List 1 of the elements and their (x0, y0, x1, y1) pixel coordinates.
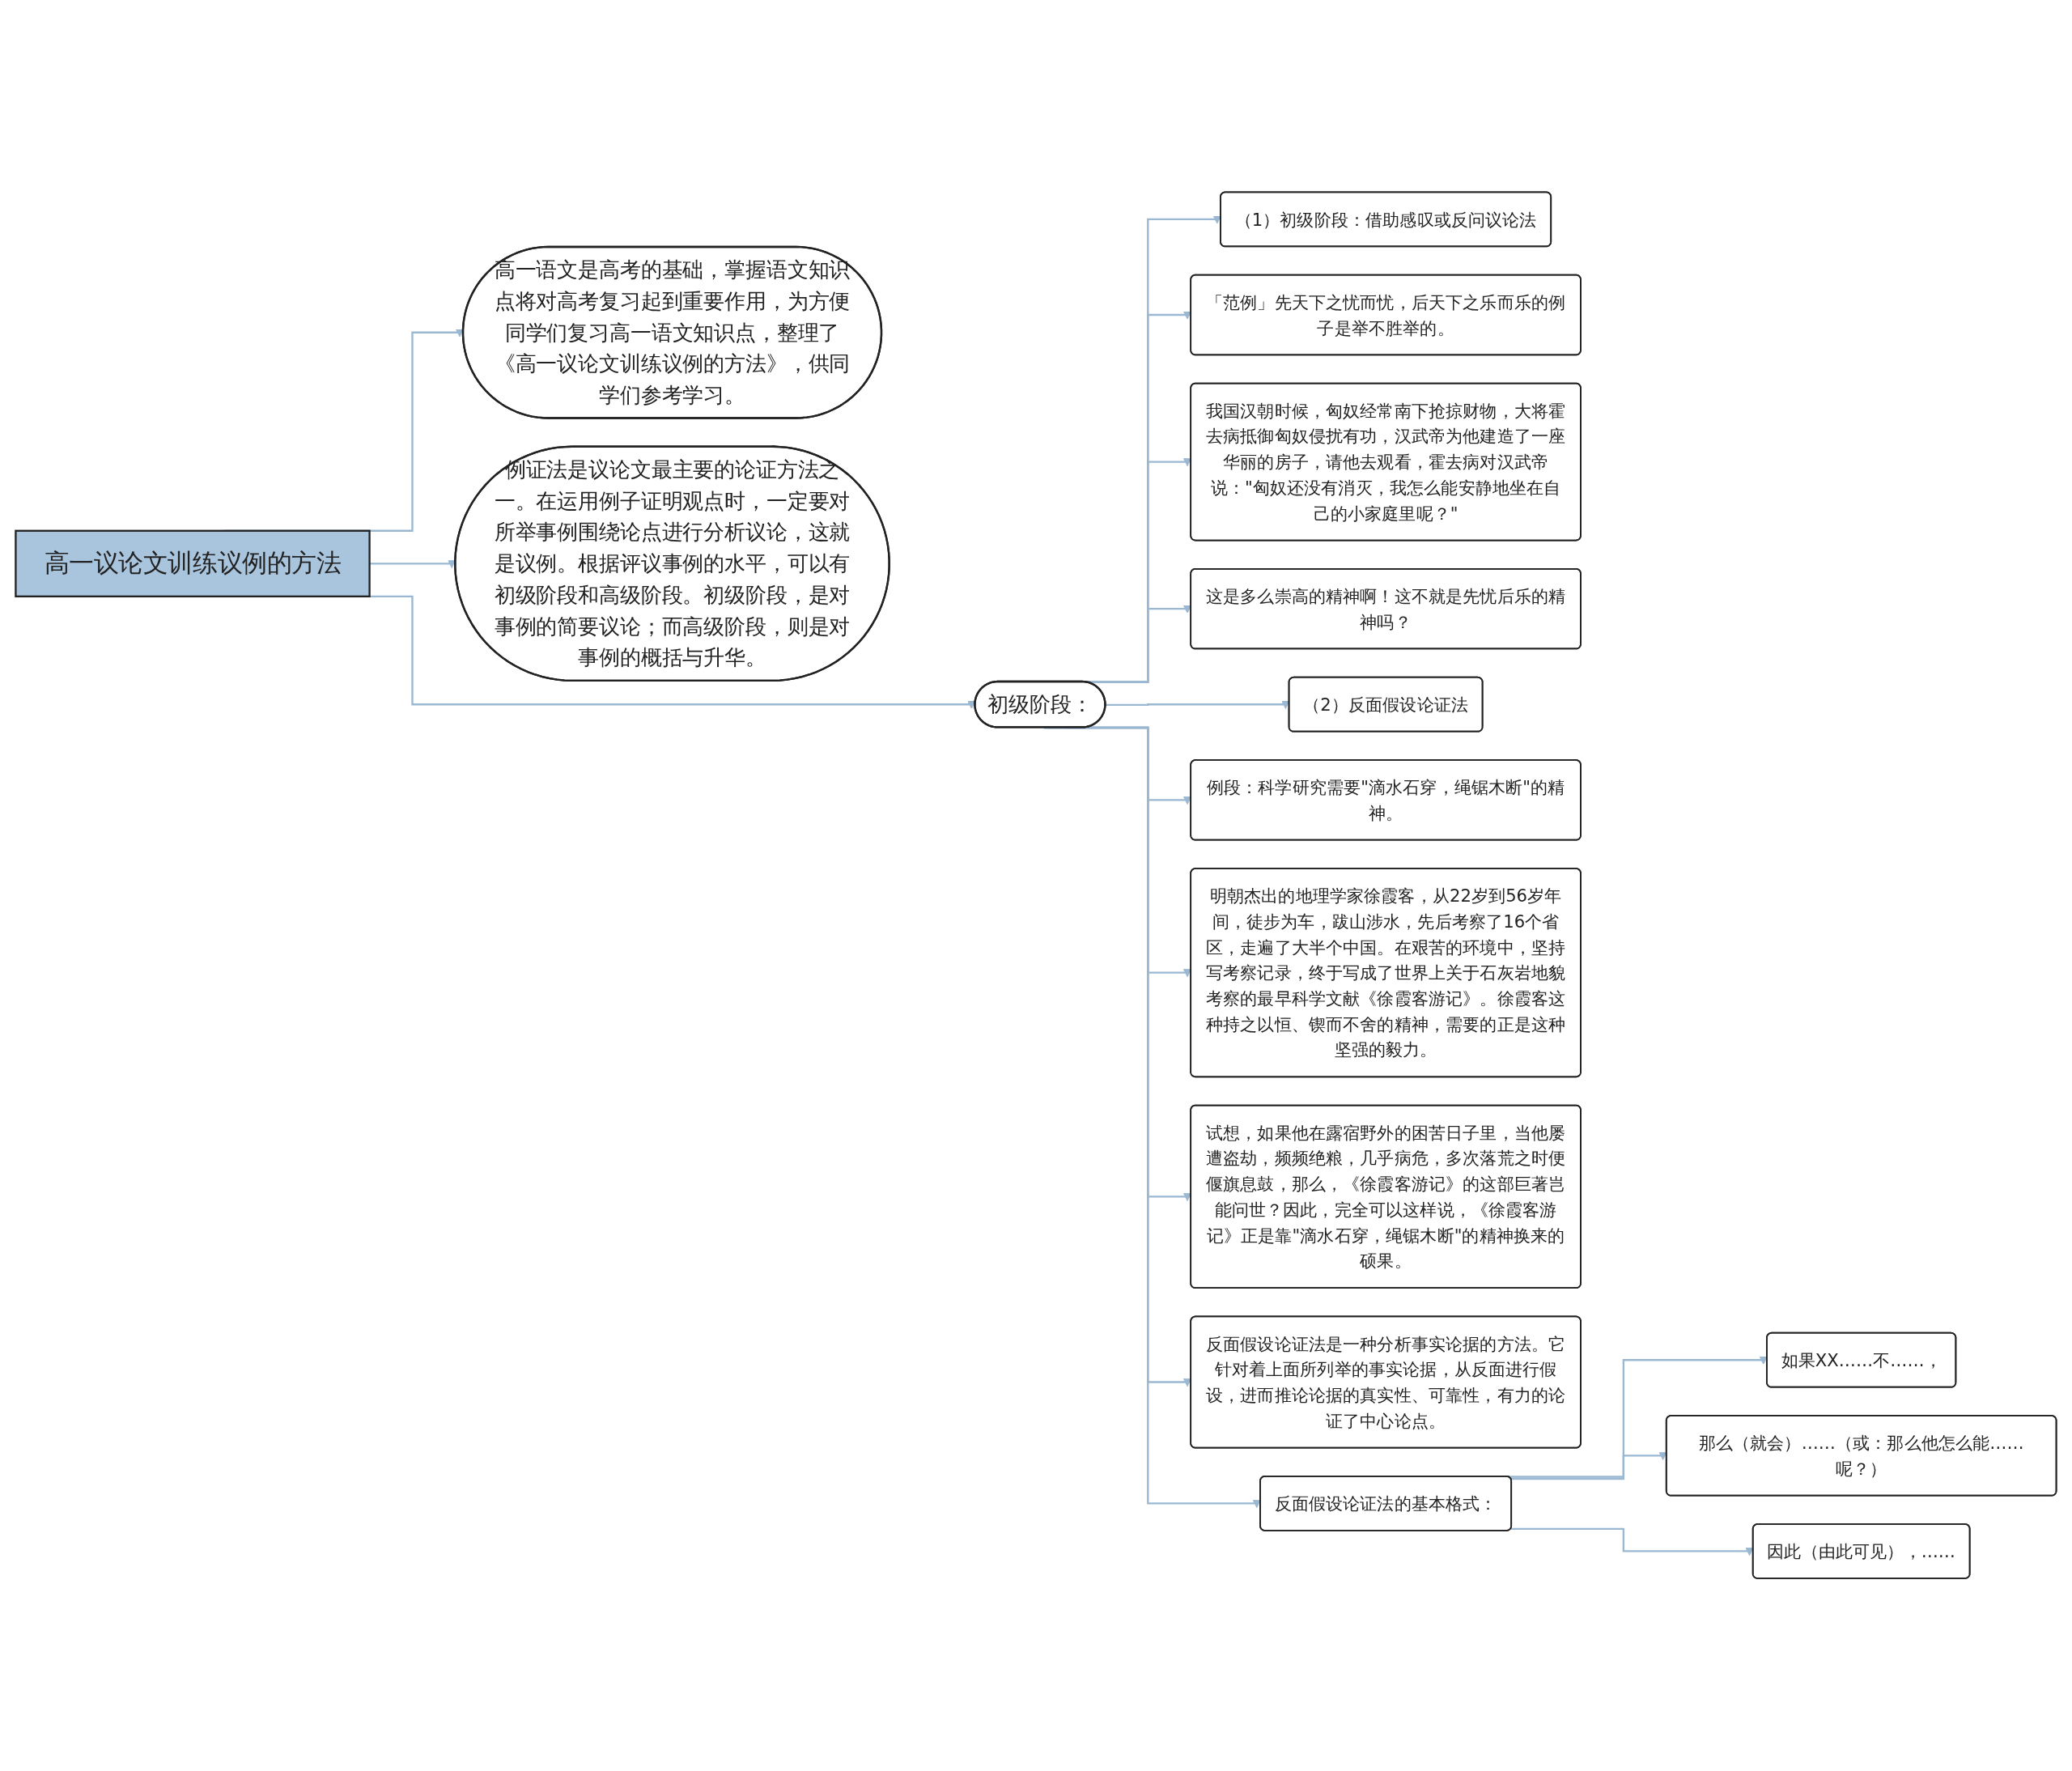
node-box: 高一议论文训练议例的方法 (15, 529, 371, 598)
